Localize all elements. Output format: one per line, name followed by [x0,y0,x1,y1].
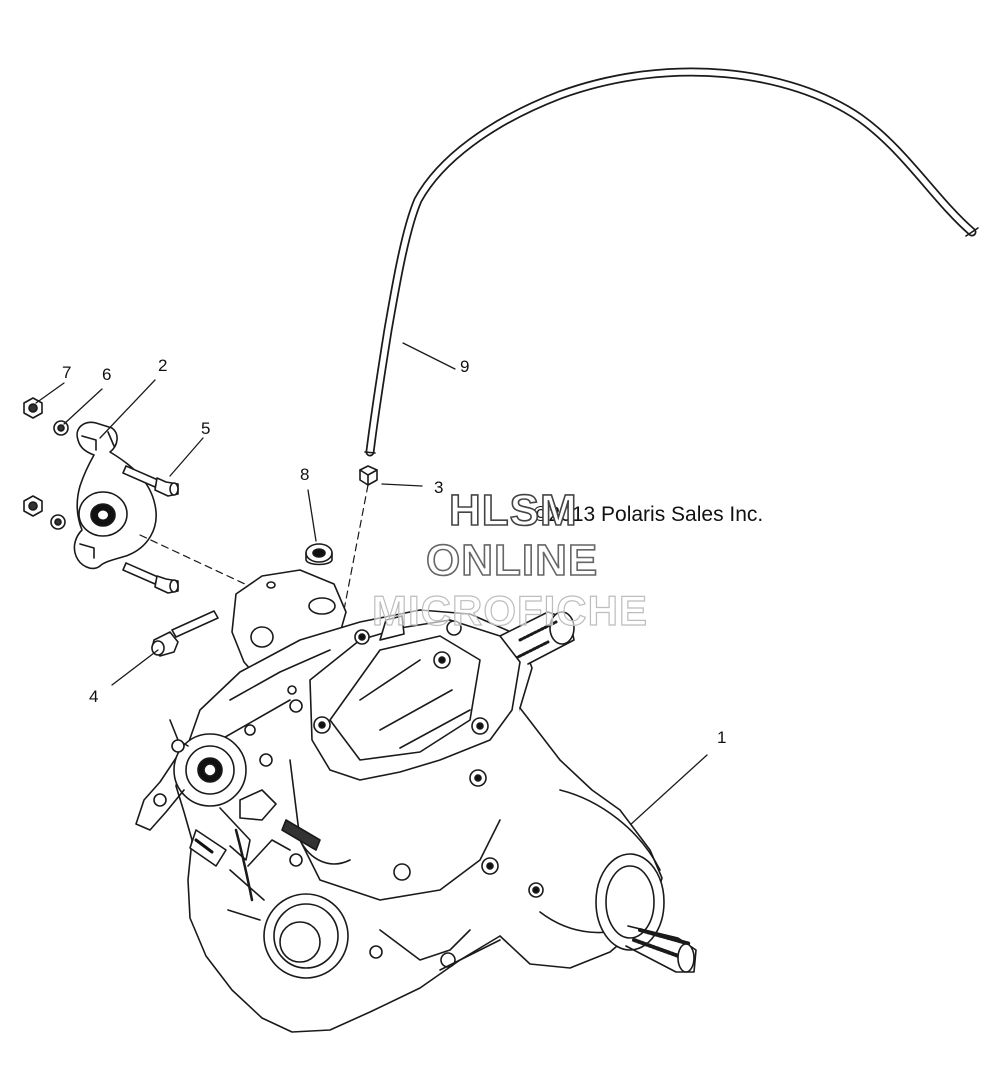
bolt-5-lower [122,562,179,594]
nut-7 [23,397,43,517]
callout-2: 2 [158,356,168,375]
bushing-8 [305,543,333,566]
callout-4: 4 [89,687,99,706]
mount-bracket [73,421,157,570]
callout-6: 6 [102,365,112,384]
watermark-line-2: ONLINE [425,535,599,586]
vent-hose [364,67,979,457]
bolt-5 [122,465,179,497]
callout-3: 3 [434,478,444,497]
copyright-notice: ©2013 Polaris Sales Inc. [533,503,764,526]
washer-6 [50,420,69,530]
hose-clip [359,465,378,486]
watermark-line-1: HLSM [448,485,578,536]
callout-1: 1 [717,728,727,747]
transmission-assembly [135,569,697,1033]
alignment-lines [139,484,369,611]
callout-9: 9 [460,357,470,376]
leader-lines [35,342,708,837]
callout-8: 8 [300,465,310,484]
bolt-4 [151,610,219,657]
watermark-line-3: MICROFICHE [371,586,648,634]
callout-7: 7 [62,363,72,382]
callout-5: 5 [201,419,211,438]
